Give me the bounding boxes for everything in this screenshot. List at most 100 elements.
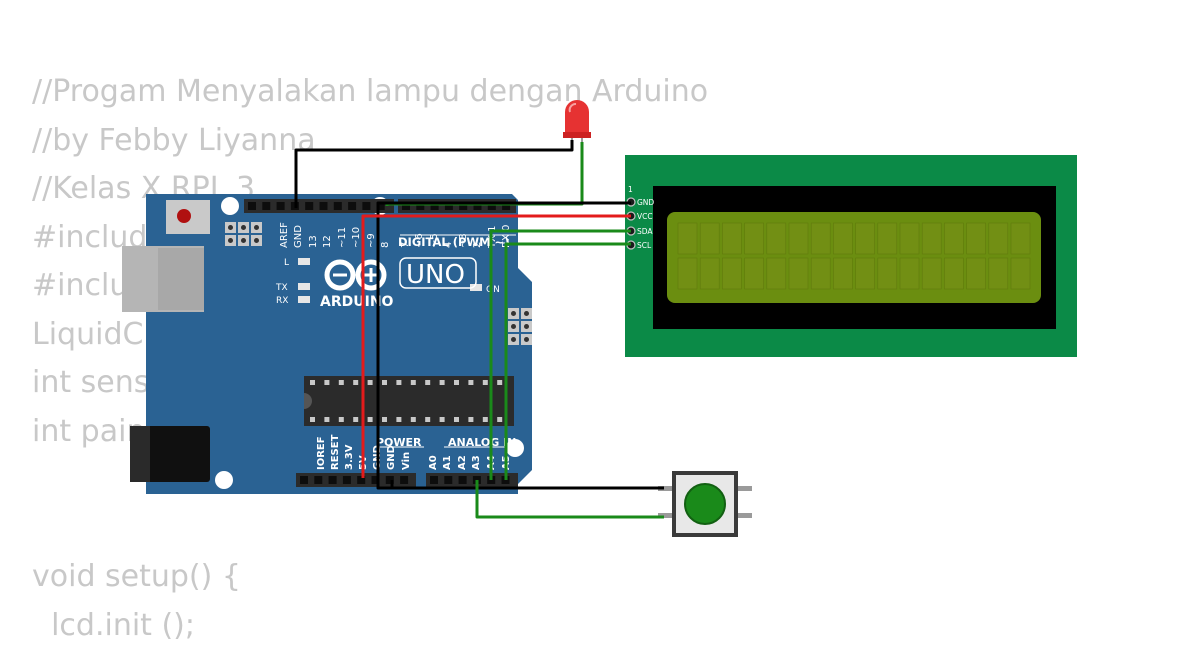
lcd-pin-label: SCL xyxy=(637,241,652,250)
usb-port-inner xyxy=(158,248,204,310)
pin-hole[interactable] xyxy=(362,202,370,210)
mount-hole xyxy=(221,197,239,215)
lcd-cell xyxy=(767,223,786,254)
lcd-cell xyxy=(700,223,719,254)
lcd-cell xyxy=(789,258,808,289)
chip-pin xyxy=(468,380,473,385)
lcd-cell xyxy=(922,223,941,254)
pin-hole[interactable] xyxy=(400,476,408,484)
chip-pin xyxy=(382,380,387,385)
led-l-label: L xyxy=(284,258,289,268)
pin-hole[interactable] xyxy=(430,476,438,484)
chip-pin xyxy=(454,417,459,422)
pin-hole[interactable] xyxy=(320,202,328,210)
digital-header-label: DIGITAL (PWM ~) xyxy=(398,235,509,249)
chip-pin xyxy=(483,380,488,385)
reset-button[interactable] xyxy=(177,209,191,223)
pin-hole[interactable] xyxy=(459,476,467,484)
chip-pin xyxy=(339,417,344,422)
led-rx-label: RX xyxy=(276,296,288,306)
chip-pin xyxy=(396,380,401,385)
pin-hole[interactable] xyxy=(314,476,322,484)
board-logo-text: ARDUINO xyxy=(320,294,394,310)
chip-pin xyxy=(497,380,502,385)
chip-pin xyxy=(339,380,344,385)
icsp-pin-hole xyxy=(524,324,529,329)
pin-hole[interactable] xyxy=(348,202,356,210)
pin-hole[interactable] xyxy=(305,202,313,210)
icsp-pin-hole xyxy=(241,225,246,230)
board-model: UNO xyxy=(406,260,465,290)
chip-pin xyxy=(324,417,329,422)
lcd-pin-one-label: 1 xyxy=(628,185,633,194)
digital-pin-label: ~11 xyxy=(337,227,348,248)
chip-pin xyxy=(396,417,401,422)
lcd-cell xyxy=(989,223,1008,254)
power-header xyxy=(296,473,416,487)
lcd-cell xyxy=(856,258,875,289)
lcd-cell xyxy=(856,223,875,254)
lcd-cell xyxy=(745,223,764,254)
chip-pin xyxy=(468,417,473,422)
chip-pin xyxy=(454,380,459,385)
red-led[interactable] xyxy=(563,100,591,150)
lcd-cell xyxy=(767,258,786,289)
chip-pin xyxy=(411,417,416,422)
icsp-pin-hole xyxy=(524,311,529,316)
chip-pin xyxy=(353,417,358,422)
button-leg xyxy=(738,486,752,491)
lcd-cell xyxy=(944,258,963,289)
push-button[interactable] xyxy=(658,471,752,537)
pin-hole[interactable] xyxy=(277,202,285,210)
pin-hole[interactable] xyxy=(248,202,256,210)
power-pin-label: IOREF xyxy=(316,436,327,470)
lcd-cell xyxy=(678,258,697,289)
power-pin-label: 3.3V xyxy=(344,444,355,470)
digital-pin-label: 12 xyxy=(322,235,333,248)
power-pin-label: RESET xyxy=(330,434,341,470)
pin-hole[interactable] xyxy=(329,476,337,484)
lcd-cell xyxy=(967,223,986,254)
analog-pin-label: A0 xyxy=(428,455,439,470)
chip-pin xyxy=(353,380,358,385)
lcd-cell xyxy=(811,223,830,254)
chip-pin xyxy=(368,417,373,422)
led-on-label: ON xyxy=(486,285,500,295)
mount-hole xyxy=(215,471,233,489)
digital-header-right xyxy=(398,199,516,213)
chip-pin xyxy=(368,380,373,385)
digital-pin-label: 8 xyxy=(380,242,391,248)
icsp-pin-hole xyxy=(254,238,259,243)
chip-pin xyxy=(310,417,315,422)
lcd-pin-label: VCC xyxy=(637,212,653,221)
chip-pin xyxy=(483,417,488,422)
pin-hole[interactable] xyxy=(444,476,452,484)
lcd-cell xyxy=(789,223,808,254)
pin-hole[interactable] xyxy=(343,476,351,484)
lcd-cell xyxy=(989,258,1008,289)
power-pin-label: GND xyxy=(386,445,397,470)
lcd-cell xyxy=(944,223,963,254)
led-tx-label: TX xyxy=(275,283,288,293)
icsp-pin-hole xyxy=(228,225,233,230)
lcd-cell xyxy=(745,258,764,289)
digital-pin-label: ~9 xyxy=(366,233,377,248)
icsp-pin-hole xyxy=(511,311,516,316)
chip-pin xyxy=(425,417,430,422)
pin-hole[interactable] xyxy=(262,202,270,210)
led-rim xyxy=(563,132,591,138)
lcd-cell xyxy=(833,223,852,254)
lcd-pin-label: GND xyxy=(637,198,654,207)
pin-hole[interactable] xyxy=(334,202,342,210)
digital-pin-label: 13 xyxy=(308,235,319,248)
icsp-pin-hole xyxy=(254,225,259,230)
lcd-cell xyxy=(900,258,919,289)
analog-pin-label: A3 xyxy=(471,455,482,470)
pin-hole[interactable] xyxy=(300,476,308,484)
lcd-cell xyxy=(878,223,897,254)
button-leg xyxy=(738,513,752,518)
power-jack-edge xyxy=(130,426,150,482)
